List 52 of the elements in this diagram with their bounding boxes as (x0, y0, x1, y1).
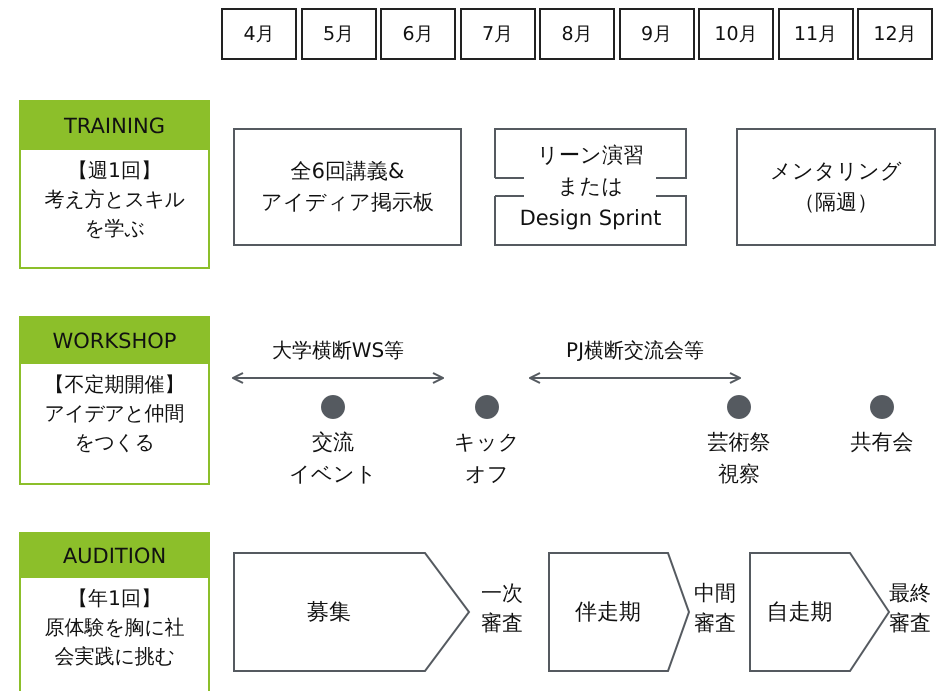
range-label: 大学横断WS等 (270, 337, 406, 364)
review-label: 中間審査 (693, 580, 737, 638)
track-panel (19, 316, 210, 485)
milestone-dot (475, 395, 499, 419)
track-panel (19, 532, 210, 691)
track-description: 【不定期開催】アイデアと仲間をつくる (44, 371, 186, 456)
activity-box (736, 128, 936, 246)
node-label: 募集 (306, 599, 352, 627)
range-label: PJ横断交流会等 (565, 337, 705, 364)
activity-box (233, 128, 462, 246)
month-cell (221, 8, 297, 60)
node-label: 全6回講義&アイディア掲示板 (260, 158, 435, 216)
node-label: 自走期 (766, 599, 834, 627)
track-heading: AUDITION (21, 534, 208, 578)
month-cell (300, 8, 376, 60)
track-panel (19, 100, 210, 269)
node-label: 7月 (482, 22, 514, 47)
node-label: 4月 (243, 22, 275, 47)
track-heading: WORKSHOP (21, 318, 208, 364)
activity-box (494, 128, 687, 246)
milestone-dot (321, 395, 345, 419)
month-cell (698, 8, 774, 60)
phase-chevron (548, 552, 690, 672)
track-description: 【年1回】原体験を胸に社会実践に挑む (44, 585, 186, 670)
month-cell (857, 8, 933, 60)
node-label: 10月 (714, 22, 758, 47)
milestone-label: キックオフ (453, 429, 521, 488)
node-label: 9月 (640, 22, 672, 47)
milestone-dot (727, 395, 751, 419)
month-cell (618, 8, 694, 60)
month-cell (380, 8, 456, 60)
node-label: 8月 (561, 22, 593, 47)
node-label: メンタリング（隔週） (769, 158, 903, 216)
milestone-label: 芸術祭視察 (706, 429, 772, 488)
node-label: 12月 (873, 22, 917, 47)
phase-chevron (233, 552, 470, 672)
month-cell (539, 8, 615, 60)
node-label: 11月 (794, 22, 838, 47)
node-label: 6月 (402, 22, 434, 47)
phase-chevron (749, 552, 890, 672)
milestone-dot (870, 395, 894, 419)
month-cell (460, 8, 536, 60)
track-heading: TRAINING (21, 102, 208, 150)
milestone-label: 交流イベント (288, 429, 378, 488)
milestone-label: 共有会 (850, 429, 914, 456)
node-label: 5月 (322, 22, 354, 47)
node-label: リーン演習またはDesign Sprint (518, 142, 662, 232)
node-label: 伴走期 (574, 599, 642, 627)
review-label: 最終審査 (888, 580, 932, 638)
review-label: 一次審査 (480, 580, 524, 638)
month-cell (778, 8, 854, 60)
track-description: 【週1回】考え方とスキルを学ぶ (44, 157, 186, 242)
